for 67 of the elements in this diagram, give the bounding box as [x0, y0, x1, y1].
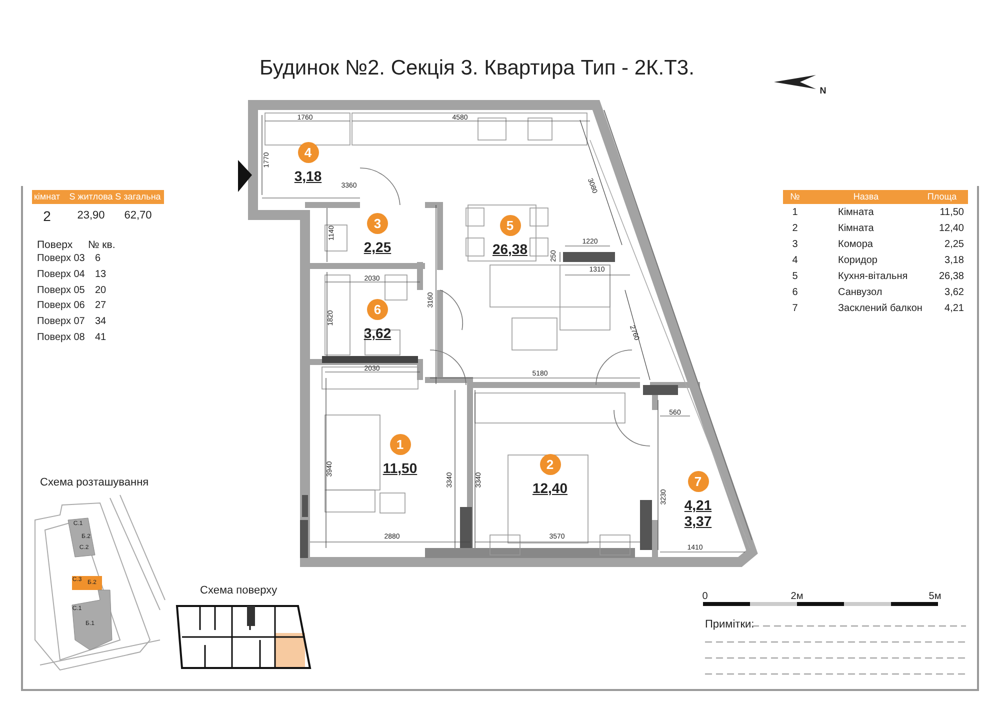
- title: Будинок №2. Секція 3. Квартира Тип - 2К.Т3.: [260, 58, 694, 78]
- table-value: 7: [792, 304, 798, 314]
- table-value: 26,38: [938, 272, 964, 282]
- table-value: 2: [43, 209, 51, 223]
- table-value: 4: [792, 256, 798, 266]
- table-value: Кухня-вітальня: [838, 272, 908, 282]
- column-header: Площа: [927, 192, 957, 202]
- room-number: 1: [390, 434, 410, 455]
- room-area: 3,62: [364, 324, 392, 342]
- room-number: 3: [367, 213, 388, 234]
- room-area: 3,18: [294, 168, 322, 184]
- table-value: 20: [95, 286, 106, 296]
- column-header: кімнат: [34, 192, 60, 202]
- column-header: Назва: [853, 192, 879, 202]
- north-label: N: [820, 86, 826, 96]
- room-number: 4: [298, 142, 318, 163]
- table-value: Поверх 08: [37, 333, 85, 343]
- table-value: 23,90: [77, 210, 105, 222]
- column-header: № кв.: [88, 240, 116, 250]
- table-value: 6: [792, 288, 798, 298]
- column-header: Поверх: [37, 240, 73, 250]
- table-value: Поверх 07: [37, 317, 85, 327]
- table-value: 2: [792, 224, 798, 234]
- column-header: S житлова: [69, 192, 113, 202]
- table-value: Поверх 06: [37, 301, 85, 311]
- table-value: 11,50: [940, 208, 964, 218]
- table-value: 34: [95, 317, 106, 327]
- room-area: 11,50: [382, 460, 418, 476]
- table-value: 3: [792, 240, 798, 250]
- room-number: 6: [367, 298, 388, 320]
- table-value: Засклений балкон: [838, 304, 922, 314]
- scale-label: 5м: [928, 592, 942, 602]
- table-value: Санвузол: [838, 288, 882, 298]
- section-heading: Схема розташування: [40, 478, 149, 488]
- table-value: 3,62: [944, 288, 964, 298]
- table-value: Кімната: [838, 224, 874, 234]
- table-value: 2,25: [944, 240, 964, 250]
- table-value: Коридор: [838, 256, 878, 266]
- room-number: 5: [500, 214, 520, 236]
- table-value: Поверх 03: [37, 254, 85, 264]
- table-value: Кімната: [838, 208, 874, 218]
- room-area: 4,21: [684, 496, 712, 513]
- table-value: 41: [95, 333, 106, 343]
- section-heading: Схема поверху: [200, 586, 278, 596]
- room-number: 7: [688, 470, 708, 492]
- table-value: 27: [95, 301, 106, 311]
- table-value: 6: [95, 254, 101, 264]
- table-value: 4,21: [944, 304, 964, 314]
- table-value: 13: [95, 270, 106, 280]
- notes-label: Примітки:: [705, 620, 754, 630]
- room-area: 3,37: [684, 513, 712, 530]
- column-header: S загальна: [115, 192, 161, 202]
- table-value: 1: [792, 208, 798, 218]
- room-area: 2,25: [364, 239, 392, 256]
- table-value: 62,70: [124, 210, 152, 222]
- table-value: 5: [792, 272, 798, 282]
- table-value: Поверх 04: [37, 270, 85, 280]
- room-area: 12,40: [532, 480, 568, 496]
- column-header: №: [790, 192, 800, 202]
- table-value: Поверх 05: [37, 286, 85, 296]
- scale-label: 2м: [790, 592, 804, 602]
- table-value: 12,40: [938, 224, 964, 234]
- table-value: Комора: [838, 240, 873, 250]
- room-area: 26,38: [492, 240, 528, 258]
- scale-label: 0: [702, 592, 708, 602]
- table-value: 3,18: [944, 256, 964, 266]
- room-number: 2: [540, 454, 560, 475]
